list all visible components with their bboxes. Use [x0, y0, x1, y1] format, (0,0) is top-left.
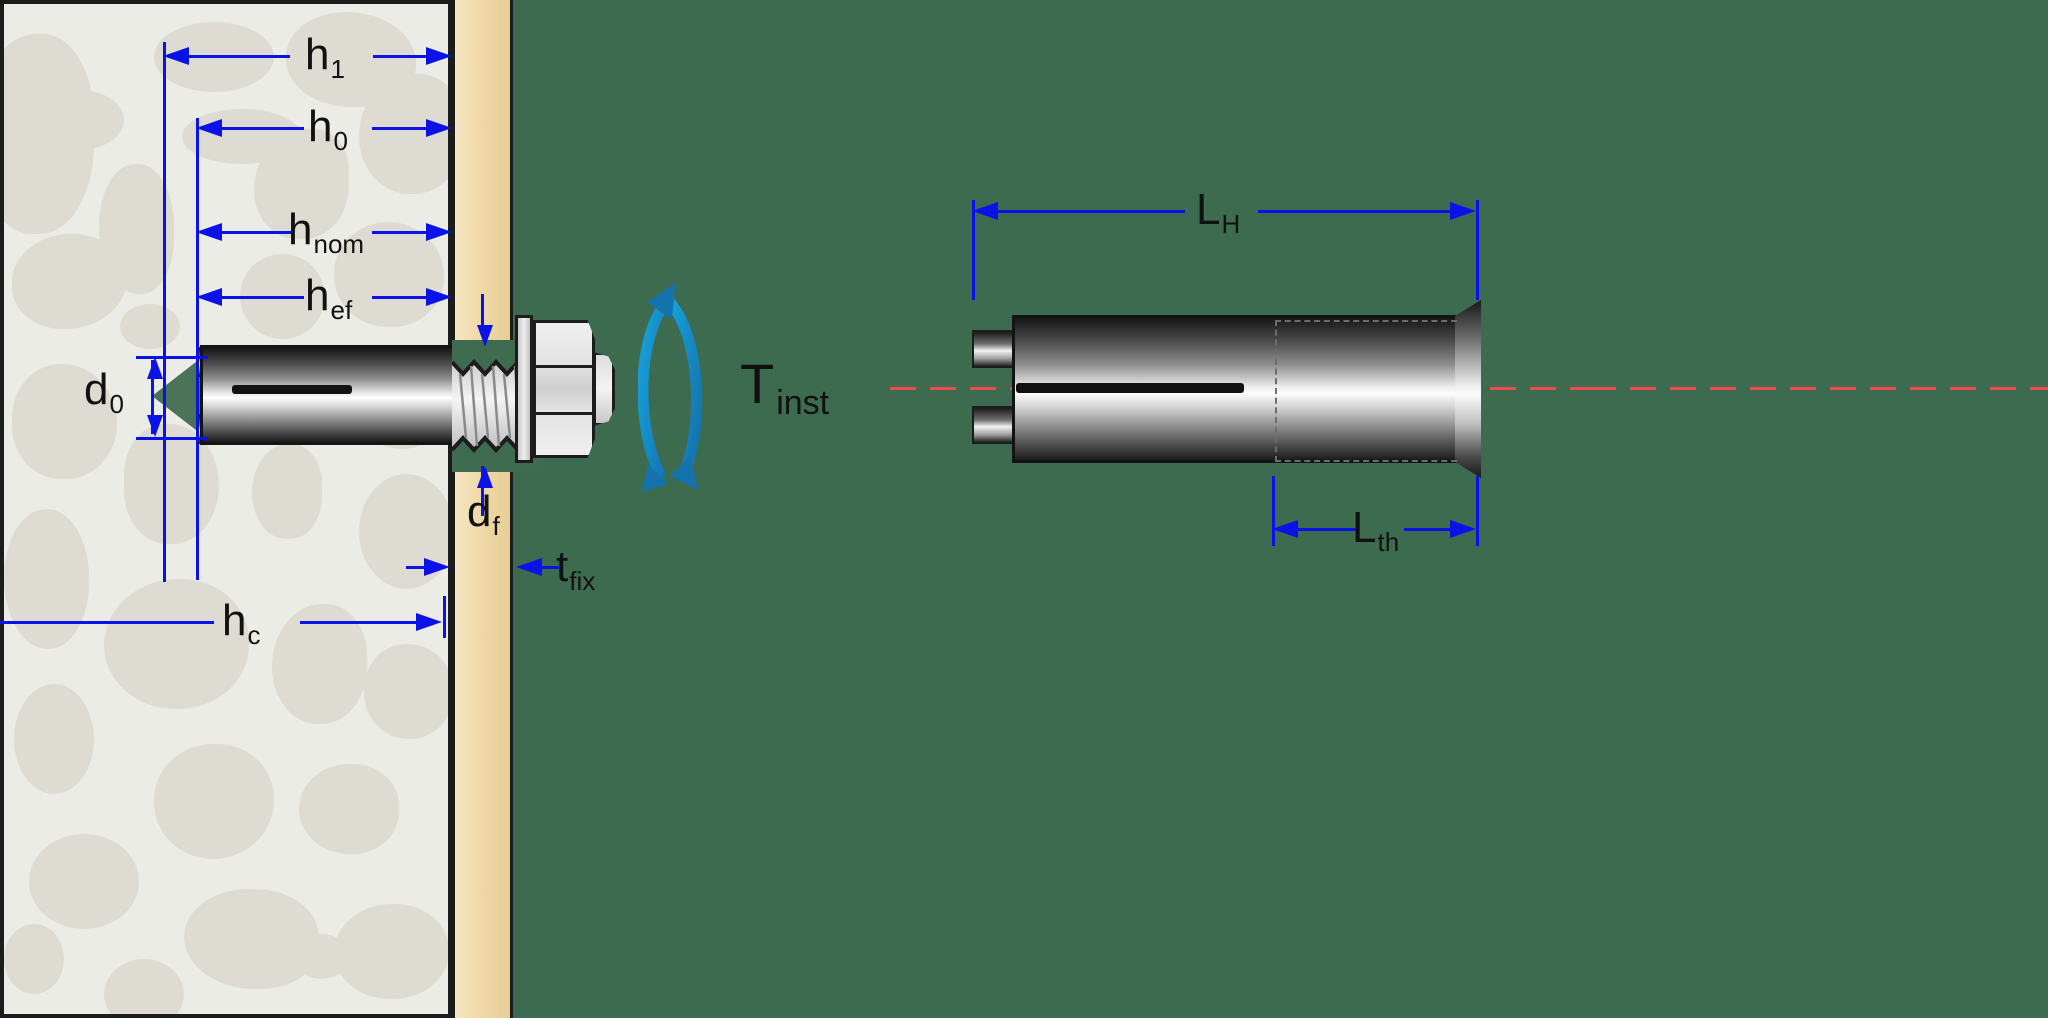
dim-label-df: df: [467, 487, 500, 541]
hex-nut-facet-line-bottom: [533, 412, 595, 415]
dim-label-hef: hef: [305, 271, 353, 325]
dim-line-hef-right: [372, 296, 441, 299]
aggregate-blob: [34, 90, 124, 150]
arrow-left-tfix: [516, 558, 542, 576]
arrow-right-h0: [426, 119, 452, 137]
dim-label-h1: h1: [305, 30, 345, 84]
dim-line-hc-left: [0, 621, 214, 624]
torque-label: Tinst: [740, 352, 830, 422]
dim-line-df-lower: [481, 466, 484, 516]
aggregate-blob: [14, 684, 94, 794]
aggregate-blob: [29, 834, 139, 929]
dim-line-hef-left: [212, 296, 304, 299]
aggregate-blob: [120, 304, 180, 349]
dim-label-hnom: hnom: [288, 205, 365, 259]
aggregate-blob: [12, 364, 117, 479]
arrow-right-hnom: [426, 223, 452, 241]
dim-label-tfix: tfix: [556, 542, 596, 596]
bolt-end: [593, 352, 615, 426]
ext-line-d0-top: [136, 356, 208, 359]
aggregate-blob: [254, 129, 349, 239]
dim-line-LH-right: [1258, 210, 1456, 213]
concrete-substrate: [0, 0, 452, 1018]
arrow-left-h1: [163, 47, 189, 65]
ext-line-LH-left: [972, 200, 975, 300]
dim-label-d0: d0: [84, 365, 124, 419]
aggregate-blob: [4, 924, 64, 994]
detail-sleeve-upper: [972, 330, 1018, 368]
arrow-left-hnom: [196, 223, 222, 241]
aggregate-blob: [12, 234, 127, 329]
aggregate-blob: [294, 934, 349, 979]
hex-nut: [533, 320, 595, 458]
dim-line-hnom-right: [372, 231, 441, 234]
aggregate-blob: [272, 604, 367, 724]
arrow-right-h1: [426, 47, 452, 65]
arrow-up-df: [477, 466, 493, 488]
arrow-right-Lth: [1450, 520, 1476, 538]
aggregate-blob: [104, 579, 249, 709]
ext-line-LH-right: [1476, 200, 1479, 300]
aggregate-blob: [364, 644, 448, 739]
ext-line-d0-bottom: [136, 437, 208, 440]
hex-nut-facet-line-top: [533, 365, 595, 368]
arrow-right-hef: [426, 288, 452, 306]
washer: [515, 315, 533, 463]
anchor-shaft: [200, 345, 464, 445]
arrow-left-Lth: [1272, 520, 1298, 538]
arrow-down-df: [477, 325, 493, 347]
dim-line-df-upper: [481, 294, 484, 336]
dim-label-LH: LH: [1196, 185, 1241, 239]
arrow-right-LH: [1450, 202, 1476, 220]
aggregate-blob: [184, 889, 319, 989]
ext-line-hc-right: [443, 596, 446, 638]
arrow-left-h0: [196, 119, 222, 137]
dim-label-h0: h0: [308, 102, 348, 156]
dim-line-Lth-right: [1404, 528, 1456, 531]
aggregate-blob: [252, 444, 322, 539]
ext-line-h0: [196, 118, 199, 580]
hidden-detail-line: [1275, 320, 1457, 462]
centerline-extension: [1590, 387, 2048, 390]
arrow-down-d0: [147, 415, 163, 437]
ext-line-Lth-left: [1272, 476, 1275, 546]
aggregate-blob: [299, 764, 399, 854]
ext-line-Lth-right: [1476, 476, 1479, 546]
aggregate-blob: [4, 509, 89, 649]
dim-line-h0-right: [372, 127, 441, 130]
arrow-left-hef: [196, 288, 222, 306]
dim-line-Lth-left: [1288, 528, 1356, 531]
aggregate-blob: [334, 222, 444, 327]
dim-line-tfix-left: [406, 566, 428, 569]
arrow-right-tfix: [424, 558, 450, 576]
dim-line-LH-left: [989, 210, 1185, 213]
dim-line-h1-right: [373, 55, 441, 58]
arrow-left-LH: [972, 202, 998, 220]
dim-line-tfix-right: [537, 566, 559, 569]
torque-rotation-icon: [638, 282, 703, 492]
anchor-shaft-slot: [232, 385, 352, 394]
aggregate-blob: [154, 744, 274, 859]
detail-sleeve-lower: [972, 406, 1018, 444]
dim-line-h0-left: [212, 127, 304, 130]
dim-line-hc-right: [300, 621, 428, 624]
arrow-right-hc: [416, 613, 442, 631]
dim-line-d0: [151, 360, 154, 434]
ext-line-h1: [163, 42, 166, 582]
aggregate-blob: [104, 959, 184, 1014]
dim-label-Lth: Lth: [1352, 503, 1400, 557]
dim-line-h1-left: [180, 55, 290, 58]
dim-label-hc: hc: [222, 596, 261, 650]
detail-anchor-flare: [1455, 300, 1481, 478]
detail-body-slot: [1016, 383, 1244, 393]
arrow-up-d0: [147, 357, 163, 379]
dim-line-hnom-left: [212, 231, 292, 234]
aggregate-blob: [334, 904, 448, 999]
